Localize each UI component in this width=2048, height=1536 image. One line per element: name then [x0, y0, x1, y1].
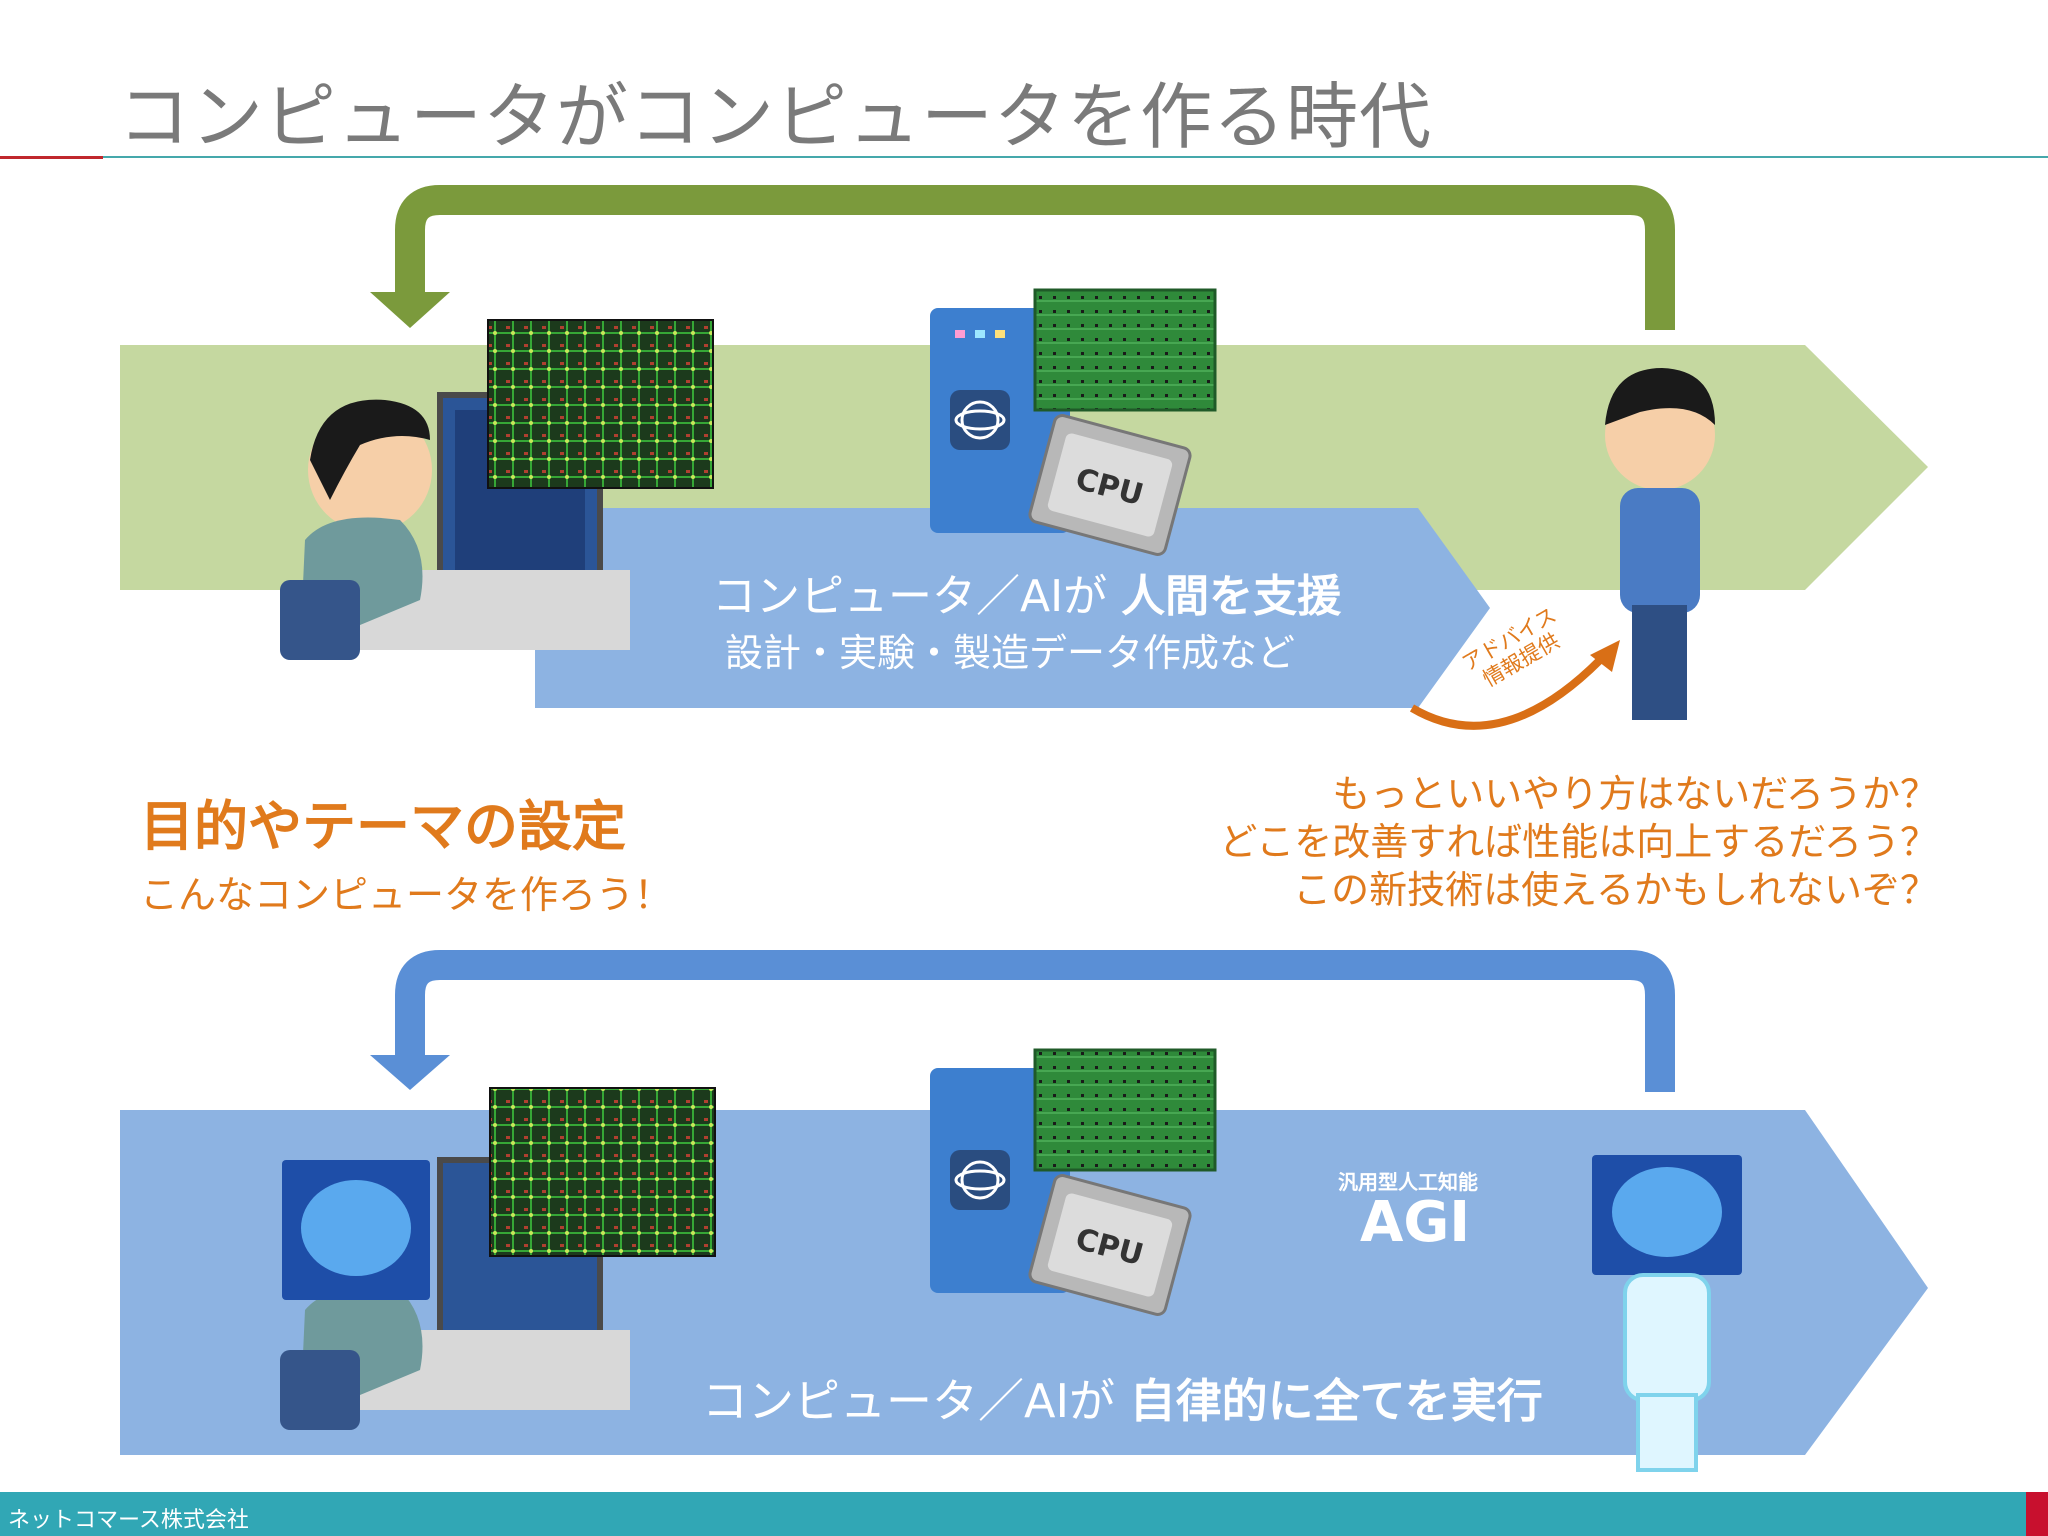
slide-title: コンピュータがコンピュータを作る時代	[118, 75, 1433, 159]
standing-person-icon	[1605, 368, 1715, 720]
agi-label: AGI	[1360, 1190, 1471, 1255]
title-rule-accent	[0, 156, 103, 159]
footer-accent	[2026, 1492, 2048, 1536]
footer-company-name: ネットコマース株式会社	[8, 1508, 249, 1533]
questions-list: もっといいやり方はないだろうか？ どこを改善すれば性能は向上するだろう？ この新…	[1219, 770, 1938, 914]
question-1: もっといいやり方はないだろうか？	[1332, 772, 1938, 816]
goal-heading: 目的やテーマの設定	[140, 795, 626, 858]
top-loop-arrowhead	[370, 292, 450, 328]
top-band-label: コンピュータ／AIが 人間を支援	[712, 560, 1341, 624]
top-band-bold: 人間を支援	[1121, 571, 1342, 622]
top-band-subtext: 設計・実験・製造データ作成など	[725, 631, 1296, 675]
bottom-band-prefix: コンピュータ／AIが	[702, 1374, 1116, 1428]
brain-head-icon	[301, 1180, 411, 1276]
goal-subtext: こんなコンピュータを作ろう！	[140, 873, 673, 917]
title-rule	[103, 156, 2048, 158]
bottom-band-label: コンピュータ／AIが 自律的に全てを実行	[702, 1365, 1543, 1431]
advice-arrow	[1409, 657, 1603, 730]
top-band-prefix: コンピュータ／AIが	[712, 571, 1108, 622]
bottom-loop-arrowhead	[370, 1055, 450, 1090]
agi-small-label: 汎用型人工知能	[1338, 1170, 1478, 1194]
pcb-board-icon	[1033, 288, 1217, 412]
bottom-band-bold: 自律的に全てを実行	[1129, 1374, 1543, 1428]
footer-bar	[0, 1492, 2048, 1536]
circuit-board-screen-icon	[487, 319, 714, 489]
question-3: この新技術は使えるかもしれないぞ？	[1293, 868, 1938, 912]
top-blue-band	[535, 508, 1490, 708]
question-2: どこを改善すれば性能は向上するだろう？	[1219, 820, 1938, 864]
advice-arrowhead	[1590, 640, 1620, 672]
robot-person-icon	[1592, 1155, 1742, 1472]
diagram-canvas: CPU CPU	[120, 185, 1928, 1472]
pcb-board-icon-2	[1033, 1048, 1217, 1172]
top-loop-arrow	[395, 185, 1675, 330]
circuit-board-screen-icon-2	[489, 1087, 716, 1257]
cpu-chip-icon-2: CPU	[1028, 1174, 1192, 1316]
bottom-loop-arrow	[395, 950, 1675, 1092]
cpu-chip-icon: CPU	[1028, 414, 1192, 556]
